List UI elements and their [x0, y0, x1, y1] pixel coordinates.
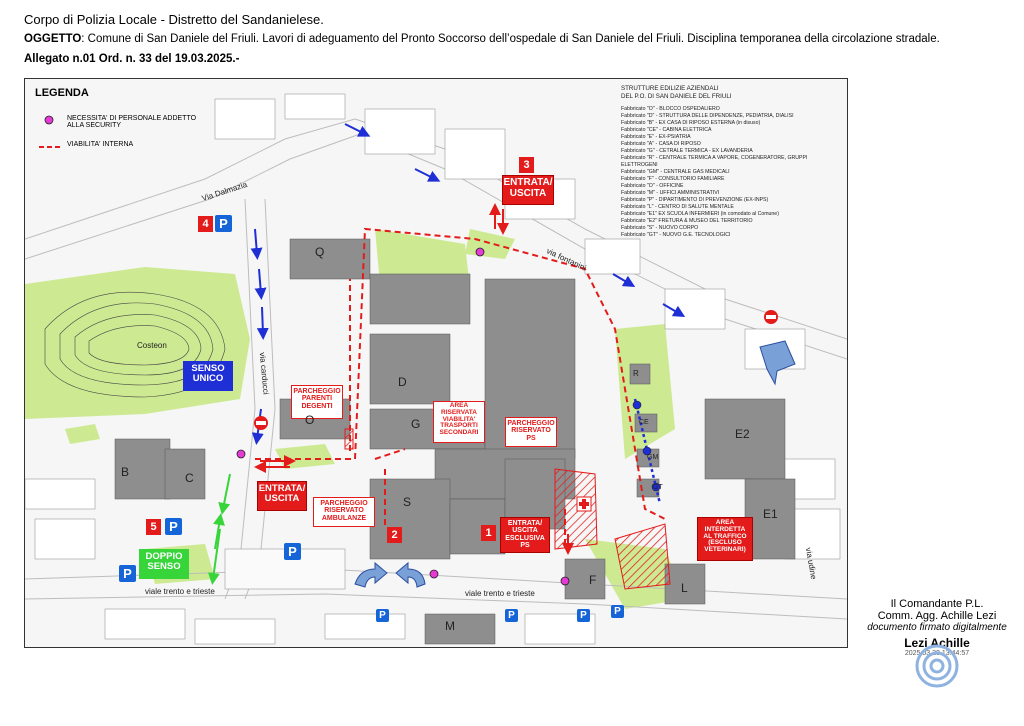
marker-4: 4	[198, 216, 213, 232]
structure-item: Fabbricato "G" - CETRALE TERMICA - EX LA…	[621, 147, 753, 154]
structure-item: Fabbricato "CE" - CABINA ELETTRICA	[621, 126, 712, 133]
parking-icon-c: P	[376, 609, 389, 622]
street-viale-trento-1: viale trento e trieste	[145, 587, 215, 596]
oggetto-label: OGGETTO	[24, 33, 82, 45]
structures-list: STRUTTURE EDILIZIE AZIENDALI DEL P.O. DI…	[621, 85, 843, 239]
oggetto-text: : Comune di San Daniele del Friuli. Lavo…	[81, 33, 940, 45]
marker-1: 1	[481, 525, 496, 541]
building-S: S	[403, 495, 412, 509]
structure-item: Fabbricato "A" - CASA DI RIPOSO	[621, 140, 701, 147]
internal-roads	[255, 227, 666, 549]
label-area-riservata: AREA RISERVATA VIABILITA' TRASPORTI SECO…	[433, 401, 485, 443]
structure-item: Fabbricato "P" - DIPARTIMENTO DI PREVENZ…	[621, 196, 769, 203]
street-viale-trento-2: viale trento e trieste	[465, 589, 535, 598]
structure-item: Fabbricato "E1" EX SCUOLA INFERMIERI (in…	[621, 210, 779, 217]
parking-icon-f: P	[611, 605, 624, 618]
building-GT: GT	[653, 484, 663, 491]
building-G: G	[411, 417, 421, 431]
signature-block: Il Comandante P.L. Comm. Agg. Achille Le…	[862, 598, 1012, 692]
structure-item: Fabbricato "O" - OFFICINE	[621, 182, 684, 189]
building-C: C	[185, 471, 194, 485]
parking-icon-5: P	[165, 518, 182, 535]
structure-item: Fabbricato "GT" - NUOVO G.E. TECNOLOGICI	[621, 232, 731, 238]
legend-viabilita: VIABILITA' INTERNA	[67, 141, 134, 148]
digital-seal-icon	[915, 644, 959, 688]
no-entry-signs	[254, 310, 778, 430]
green-arrows	[207, 473, 231, 585]
label-costeon: Costeon	[137, 341, 167, 350]
label-doppio-senso: DOPPIO SENSO	[139, 549, 189, 579]
legend-security: NECESSITA' DI PERSONALE ADDETTO ALLA SEC…	[67, 115, 197, 129]
marker-3: 3	[519, 157, 534, 173]
costeon-contours	[44, 291, 226, 398]
header-allegato: Allegato n.01 Ord. n. 33 del 19.03.2025.…	[24, 53, 240, 65]
legend-security-dot	[44, 115, 54, 125]
signature-signer: Lezi Achille	[904, 636, 970, 650]
red-cross-sign	[576, 496, 592, 512]
building-M: M	[445, 619, 455, 633]
parking-icon-b: P	[284, 543, 301, 560]
signature-name: Comm. Agg. Achille Lezi	[877, 610, 997, 622]
structure-item: Fabbricato "D" - STRUTTURA DELLE DIPENDE…	[621, 112, 794, 119]
building-B: B	[121, 465, 130, 479]
label-area-interdetta: AREA INTERDETTA AL TRAFFICO (ESCLUSO VET…	[697, 517, 753, 561]
building-E1: E1	[763, 507, 778, 521]
label-senso-unico: SENSO UNICO	[183, 361, 233, 391]
structures-title: STRUTTURE EDILIZIE AZIENDALI DEL P.O. DI…	[621, 85, 732, 101]
header-line-1: Corpo di Polizia Locale - Distretto del …	[24, 12, 324, 27]
building-O: O	[305, 413, 315, 427]
signature-title: Il Comandante P.L.	[890, 598, 984, 610]
marker-5: 5	[146, 519, 161, 535]
structure-item: Fabbricato "GM" - CENTRALE GAS MEDICALI	[621, 168, 730, 175]
building-CE: CE	[639, 419, 649, 426]
building-R: R	[633, 369, 639, 378]
building-Q: Q	[315, 245, 325, 259]
turn-arrows	[354, 340, 796, 588]
parking-icon-a: P	[119, 565, 136, 582]
signature-note: documento firmato digitalmente	[867, 622, 1007, 633]
structure-item: Fabbricato "E" - EX-PSIATRIA	[621, 133, 691, 140]
label-parcheggio-ps: PARCHEGGIO RISERVATO PS	[505, 417, 557, 447]
label-parcheggio-ambulanze: PARCHEGGIO RISERVATO AMBULANZE	[313, 497, 375, 527]
building-E2: E2	[735, 427, 750, 441]
blue-points	[632, 400, 661, 492]
parking-icon-d: P	[505, 609, 518, 622]
building-F: F	[589, 573, 597, 587]
building-GM: GM	[647, 454, 659, 461]
security-points	[236, 247, 570, 586]
label-entrata-ps: ENTRATA/ USCITA ESCLUSIVA PS	[500, 517, 550, 553]
legend: LEGENDA NECESSITA' DI PERSONALE ADDETTO …	[35, 87, 205, 162]
label-entrata-left: ENTRATA/ USCITA	[257, 481, 307, 511]
building-D: D	[398, 375, 407, 389]
red-arrows	[254, 203, 574, 555]
structure-item: Fabbricato "L" - CENTRO DI SALUTE MENTAL…	[621, 203, 734, 210]
header-oggetto: OGGETTO: Comune di San Daniele del Friul…	[24, 33, 1014, 45]
parking-icon-e: P	[577, 609, 590, 622]
parking-icon-4: P	[215, 215, 232, 232]
legend-title: LEGENDA	[35, 87, 89, 99]
hatched-interdetta-area	[614, 523, 671, 590]
structure-item: Fabbricato "O" - BLOCCO OSPEDALIERO	[621, 105, 720, 112]
label-parcheggio-parenti: PARCHEGGIO PARENTI DEGENTI	[291, 385, 343, 419]
structure-item: Fabbricato "S" - NUOVO CORPO	[621, 224, 699, 231]
structure-item: Fabbricato "B" - EX CASA DI RIPOSO ESTER…	[621, 119, 761, 126]
structure-item: Fabbricato "R" - CENTRALE TERMICA A VAPO…	[621, 154, 808, 168]
building-L: L	[681, 581, 688, 595]
marker-2: 2	[387, 527, 402, 543]
structure-item: Fabbricato "E2" FRETURA & MUSEO DEL TERR…	[621, 217, 753, 224]
structure-item: Fabbricato "M" - UFFICI AMMINISTRATIVI	[621, 189, 720, 196]
site-map: LEGENDA NECESSITA' DI PERSONALE ADDETTO …	[24, 78, 848, 648]
label-entrata-3: ENTRATA/ USCITA	[502, 175, 554, 205]
structure-item: Fabbricato "F" - CONSULTORIO FAMILIARE	[621, 175, 725, 182]
